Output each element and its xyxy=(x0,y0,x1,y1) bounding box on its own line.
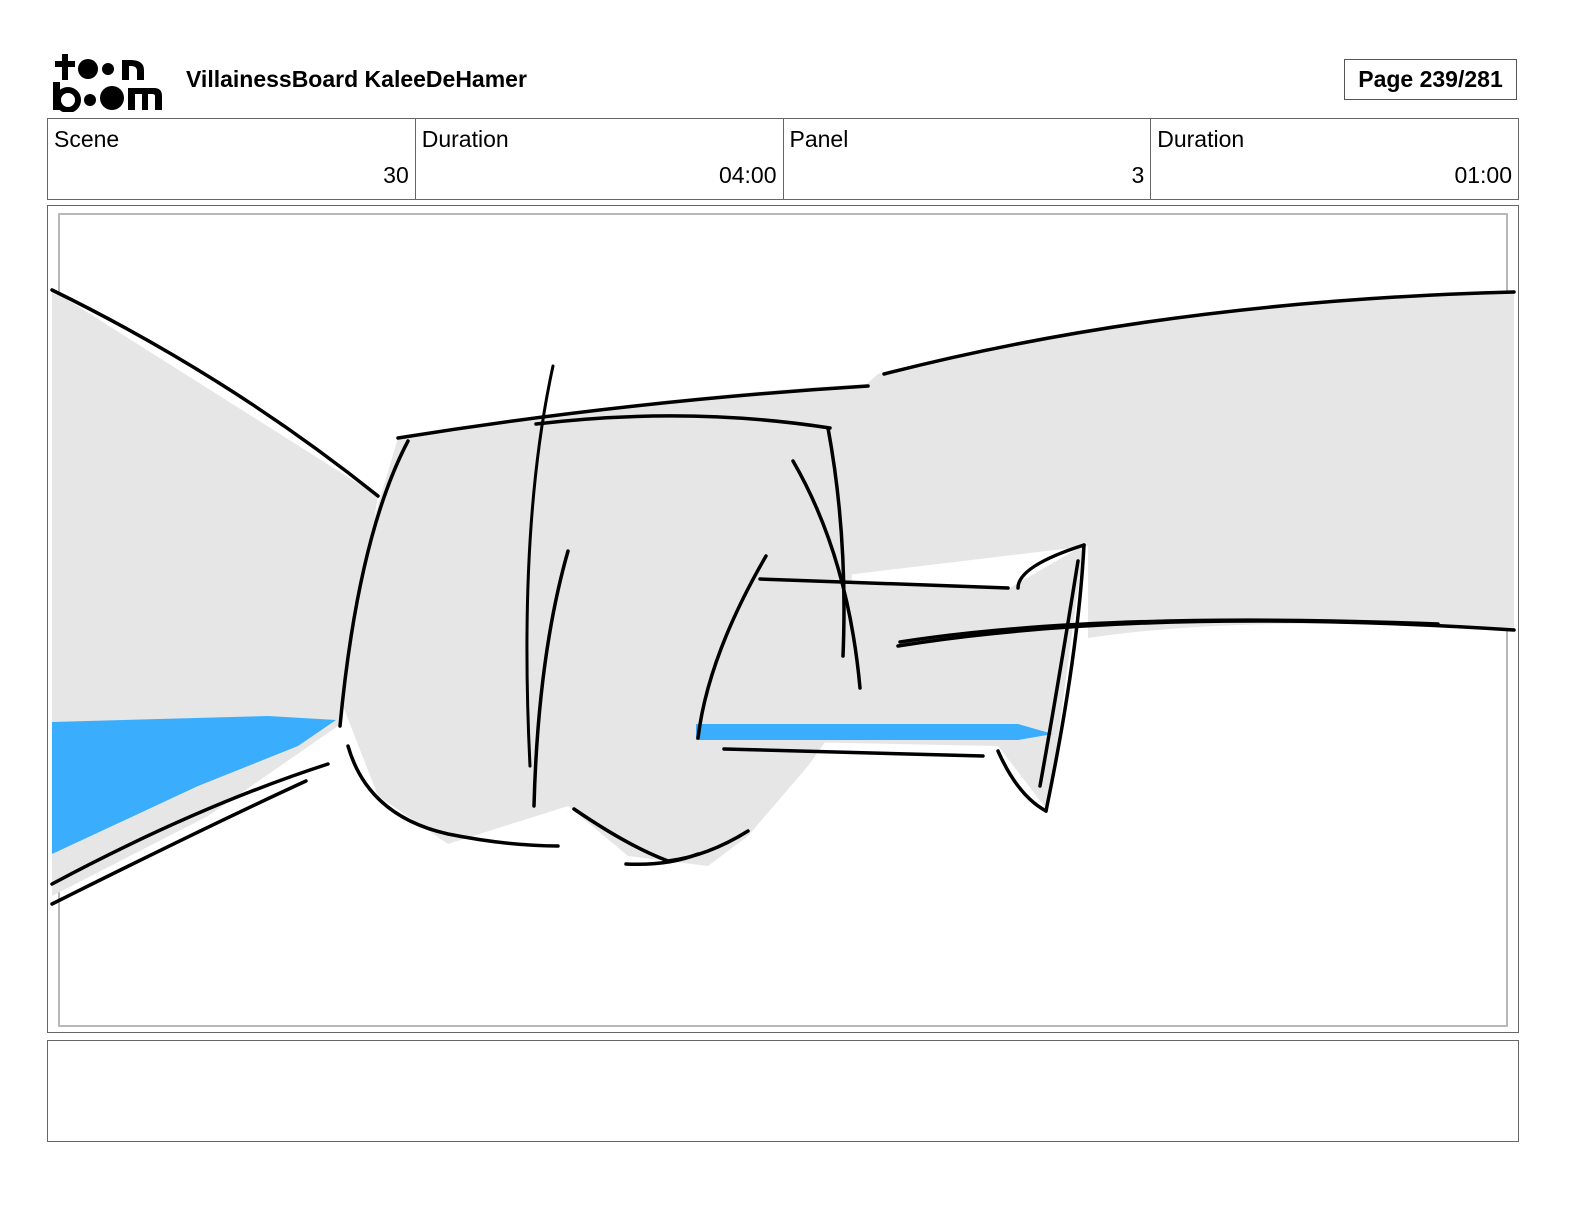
scene-duration-cell: Duration 04:00 xyxy=(416,119,784,199)
scene-label: Scene xyxy=(54,126,120,152)
project-title: VillainessBoard KaleeDeHamer xyxy=(186,66,527,92)
right-arm-fill xyxy=(808,292,1514,638)
fist-fill xyxy=(343,384,868,866)
scene-cell: Scene 30 xyxy=(48,119,416,199)
scene-duration-label: Duration xyxy=(421,126,509,152)
page-number: Page 239/281 xyxy=(1344,59,1517,100)
scene-info-table: Scene 30 Duration 04:00 Panel 3 Duration… xyxy=(47,118,1519,200)
notes-box xyxy=(47,1040,1519,1142)
toon-boom-logo xyxy=(50,52,164,112)
panel-cell: Panel 3 xyxy=(784,119,1152,199)
blade-hilt-stripe xyxy=(696,724,1053,740)
hilt-fill xyxy=(748,545,1084,811)
scene-value: 30 xyxy=(383,162,409,188)
panel-label: Panel xyxy=(789,126,849,152)
panel-duration-label: Duration xyxy=(1157,126,1245,152)
panel-duration-value: 01:00 xyxy=(1454,162,1512,188)
panel-sketch-image xyxy=(50,213,1516,1027)
blade-fill xyxy=(52,716,336,854)
toon-boom-logo-icon xyxy=(53,54,162,112)
panel-value: 3 xyxy=(1131,162,1145,188)
scene-duration-value: 04:00 xyxy=(718,162,777,188)
panel-duration-cell: Duration 01:00 xyxy=(1151,119,1518,199)
storyboard-panel xyxy=(47,205,1519,1033)
